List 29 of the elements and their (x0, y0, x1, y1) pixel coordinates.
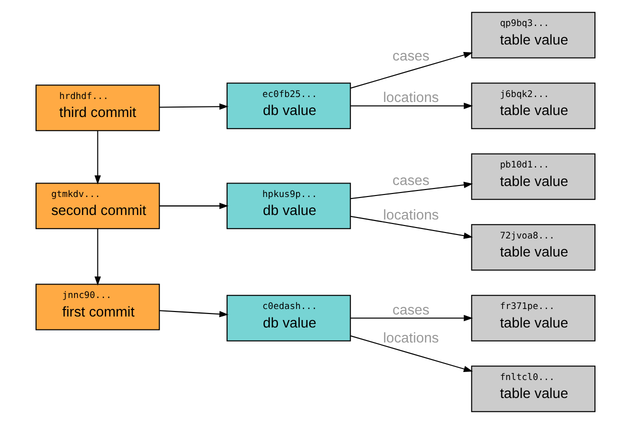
arrow (160, 103, 229, 110)
arrow (350, 102, 473, 110)
edge-label: cases (392, 48, 430, 64)
node-box: c0edash... db value (226, 294, 351, 342)
node-box: ec0fb25... db value (226, 82, 351, 130)
node-box: jnnc90... first commit (36, 284, 160, 330)
node-box: pb10d1... table value (471, 153, 596, 200)
arrow (350, 216, 473, 239)
node-box: fr371pe... table value (471, 294, 596, 342)
arrow (350, 182, 473, 200)
node-box: fnltcl0... table value (471, 366, 596, 412)
node-box: hpkus9p... db value (226, 182, 351, 230)
node-box: qp9bq3... table value (471, 12, 596, 58)
edge-label: cases (392, 172, 430, 188)
edge-label: locations (383, 330, 439, 346)
arrow (94, 130, 101, 184)
arrow (350, 52, 473, 89)
arrow (350, 335, 473, 372)
arrow (160, 202, 229, 210)
node-box: 72jvoa8... table value (471, 224, 596, 271)
arrow (94, 228, 101, 286)
edge-label: locations (383, 89, 439, 106)
node-box: hrdhdf... third commit (36, 84, 160, 132)
arrow (350, 314, 473, 322)
edge-label: locations (383, 206, 439, 222)
edge-label: cases (392, 301, 430, 318)
node-box: j6bqk2... table value (471, 82, 596, 130)
node-box: gtmkdv... second commit (36, 182, 160, 230)
arrow (160, 310, 229, 318)
